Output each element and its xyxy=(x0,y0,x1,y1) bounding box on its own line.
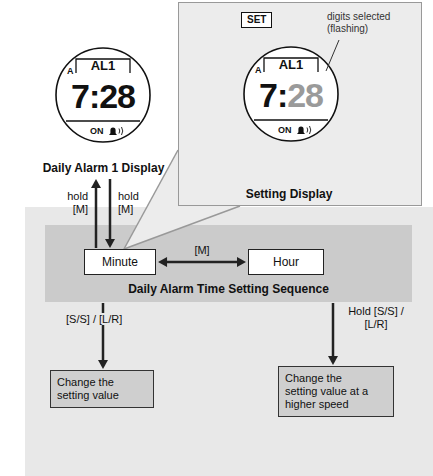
connector xyxy=(105,179,115,248)
connector-line xyxy=(95,186,98,248)
box-text: SET xyxy=(247,14,266,26)
alarm-bracket xyxy=(76,59,130,73)
callout-edge xyxy=(124,206,240,249)
edge-label: hold [M] xyxy=(118,190,152,216)
edge-label-slot: [S/S] / [L/R] xyxy=(63,313,125,326)
watch-face: AAL1 7:28ON xyxy=(243,46,339,142)
arrow-head xyxy=(91,179,101,188)
band-caption: Daily Alarm Time Setting Sequence xyxy=(45,282,412,296)
divider-line xyxy=(66,120,140,122)
time-digits: 28 xyxy=(287,76,323,114)
bell-icon xyxy=(109,128,117,135)
edge-label: hold [M] xyxy=(54,190,88,216)
set-indicator: SET xyxy=(241,12,272,28)
digits-slot: 7:28 xyxy=(55,77,151,115)
mode-slot: A xyxy=(255,65,262,75)
alarm-slot: AL1 xyxy=(76,59,130,73)
alarm-slot: AL1 xyxy=(264,58,318,72)
caption-slot: Setting Display xyxy=(219,187,359,201)
result-box: Change the setting value at a higher spe… xyxy=(278,366,394,417)
edge-label-slot: [M] xyxy=(177,244,227,257)
caption-slot: Daily Alarm Time Setting Sequence xyxy=(45,282,412,296)
setting-panel: Setting Display AAL1 7:28ON SET digits selec… xyxy=(178,2,422,206)
connector-line xyxy=(102,303,105,362)
watch-bezel xyxy=(244,47,338,141)
time-digits: 7:28 xyxy=(71,77,135,115)
digits-slot: 7:28 xyxy=(243,76,339,114)
caption-slot: Daily Alarm 1 Display xyxy=(35,161,172,175)
watch-bezel xyxy=(56,48,150,142)
connector-line xyxy=(332,303,335,358)
setting-display: AAL1 7:28ON xyxy=(243,46,339,142)
note-slot: digits selected (flashing) xyxy=(327,11,413,35)
bell-icon xyxy=(297,127,305,134)
process-box: Hour xyxy=(248,249,324,275)
status-slot: ON xyxy=(278,125,292,135)
box-text: Change the setting value xyxy=(57,376,139,402)
connector xyxy=(328,303,338,365)
panel-caption: Setting Display xyxy=(219,187,359,201)
edge-label: Hold [S/S] / [L/R] xyxy=(339,305,413,331)
arrow-head xyxy=(237,257,246,267)
edge-label: [M] xyxy=(177,244,227,257)
edge-label-slot: hold [M] xyxy=(54,190,88,216)
sound-waves xyxy=(119,127,123,135)
box-text: Change the setting value at a higher spe… xyxy=(285,372,377,411)
time-digits: 7: xyxy=(259,76,287,114)
alarm-status: ON xyxy=(90,126,104,136)
annotation-note: digits selected (flashing) xyxy=(327,11,413,35)
alarm-name: AL1 xyxy=(264,58,318,72)
arrow-head xyxy=(158,257,167,267)
alarm-display: AAL1 7:28ON Daily Alarm 1 Display xyxy=(35,44,172,178)
box-text: Hour xyxy=(273,255,299,269)
box-text: Minute xyxy=(102,255,138,269)
connector xyxy=(91,179,101,248)
arrow-head xyxy=(105,239,115,248)
mode-letter: A xyxy=(67,66,74,76)
arrow-head xyxy=(328,356,338,365)
alarm-bracket xyxy=(264,58,318,72)
connector-line xyxy=(165,261,239,264)
result-box: Change the setting value xyxy=(50,370,154,408)
divider-line xyxy=(254,119,328,121)
connector xyxy=(158,257,246,267)
display-caption: Daily Alarm 1 Display xyxy=(35,161,172,175)
status-slot: ON xyxy=(90,126,104,136)
edge-label: [S/S] / [L/R] xyxy=(63,313,125,325)
alarm-status: ON xyxy=(278,125,292,135)
arrow-head xyxy=(98,360,108,369)
sequence-band: Daily Alarm Time Setting Sequence Minute H… xyxy=(45,225,412,302)
process-box: Minute xyxy=(84,249,156,275)
watch-face: AAL1 7:28ON xyxy=(55,47,151,143)
edge-label-slot: Hold [S/S] / [L/R] xyxy=(339,305,413,331)
sound-waves xyxy=(307,126,311,134)
alarm-name: AL1 xyxy=(76,59,130,73)
edge-label-slot: hold [M] xyxy=(118,190,152,216)
connector-line xyxy=(109,179,112,241)
mode-letter: A xyxy=(255,65,262,75)
mode-slot: A xyxy=(67,66,74,76)
leader-line xyxy=(326,40,339,71)
